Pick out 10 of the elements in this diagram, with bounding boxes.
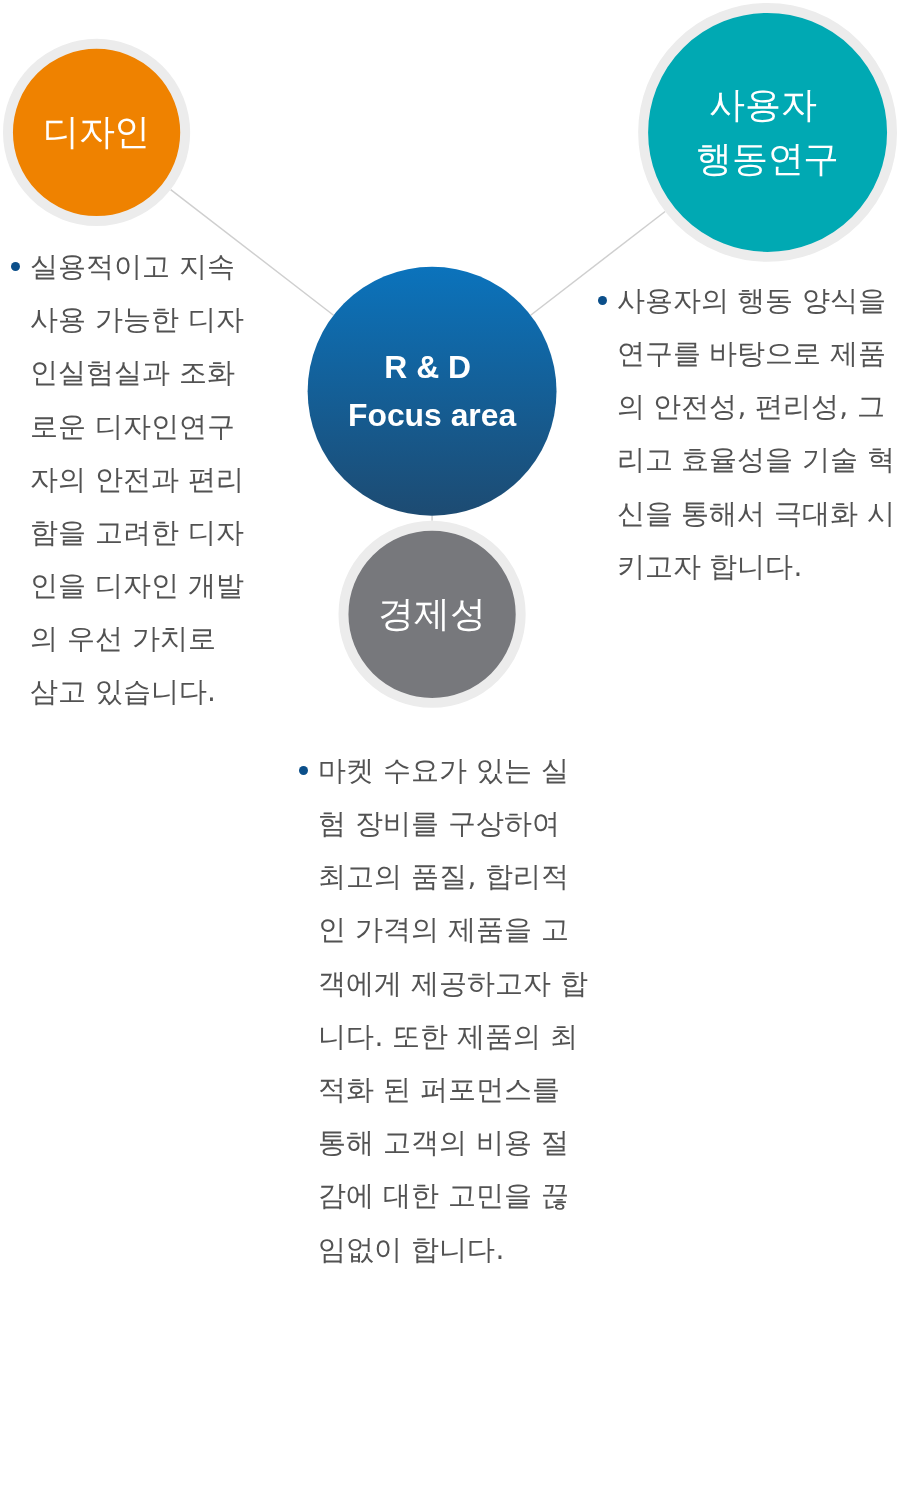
connector	[529, 210, 666, 316]
node-circle: 사용자 행동연구	[638, 2, 897, 262]
description-text: 마켓 수요가 있는 실험 장비를 구상하여 최고의 품질, 합리적인 가격의 제품을 고객에게 제공하고자 합니다. 또한 제품의 최적화 된 퍼포먼스를 통해 고객의 비용 절감에 대한 고민을 끊임없이 합니다.	[318, 752, 590, 1268]
connector	[169, 188, 335, 316]
description-text: 실용적이고 지속 사용 가능한 디자인실험실과 조화로운 디자인연구자의 안전과 편리함을 고려한 디자인을 디자인 개발의 우선 가치로 삼고 있습니다.	[30, 249, 245, 711]
node-circle: 디자인	[3, 38, 191, 226]
node-circle: R & D Focus area	[307, 266, 557, 516]
connector	[431, 514, 433, 522]
description-text: 사용자의 행동 양식을 연구를 바탕으로 제품의 안전성, 편리성, 그리고 효율성을 기술 혁신을 통해서 극대화 시키고자 합니다.	[616, 282, 896, 585]
node-circle: 경제성	[338, 520, 526, 708]
